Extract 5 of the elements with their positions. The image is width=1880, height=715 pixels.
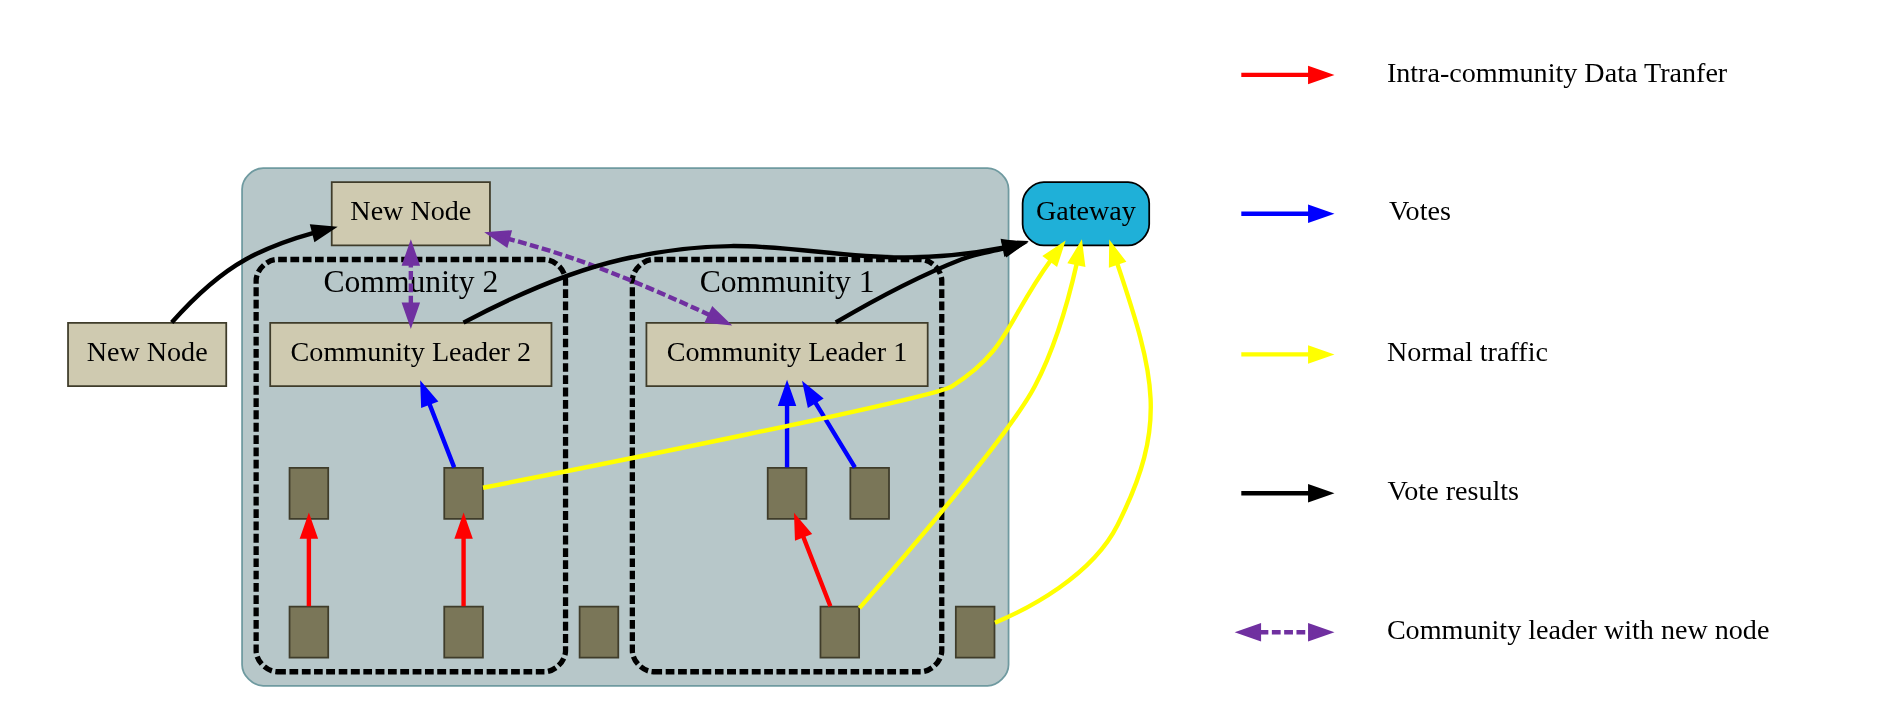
legend-label: Community leader with new node <box>1386 613 1770 645</box>
legend-label: Normal traffic <box>1386 336 1548 368</box>
legend-label: Vote results <box>1387 474 1520 506</box>
legend-label: Intra-community Data Tranfer <box>1386 56 1728 88</box>
legend-label: Votes <box>1388 195 1451 227</box>
